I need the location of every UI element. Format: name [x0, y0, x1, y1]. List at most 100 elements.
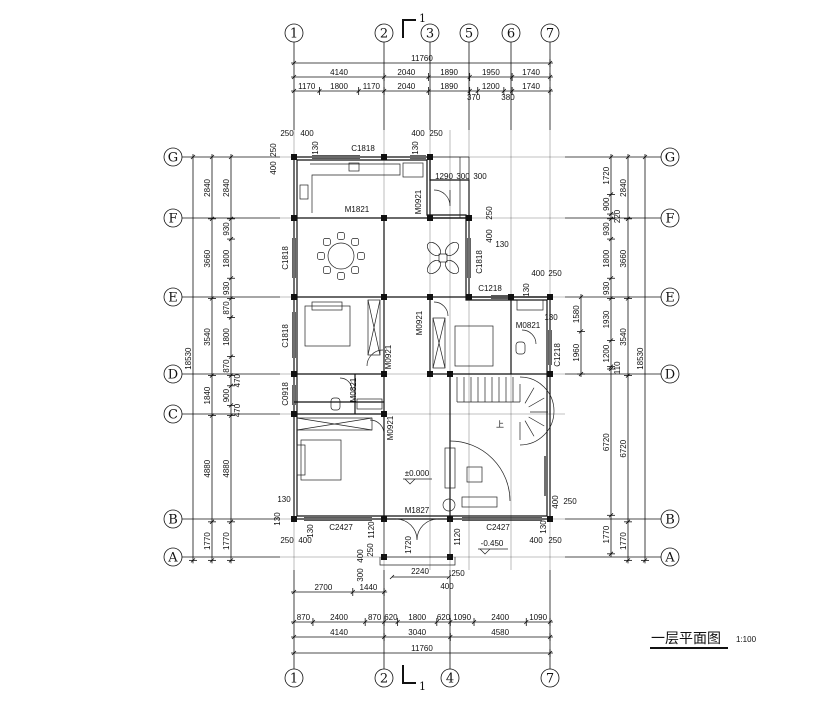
- axis-top-6-label: 6: [507, 27, 515, 42]
- dim-right-overall-text: 18530: [636, 347, 645, 370]
- sink-icon: [348, 162, 360, 172]
- dim-right-axes-text: 2840: [619, 178, 628, 196]
- axis-bottom-4-label: 4: [446, 672, 454, 687]
- label-c1818-lounge: C1818: [475, 250, 484, 274]
- local-dimension-text: 130: [539, 520, 548, 534]
- lounge-chair-icon: [426, 259, 442, 275]
- dimension-tick: [190, 154, 196, 160]
- dim-right-openings-text: 1800: [602, 249, 611, 267]
- dim-bottom-openings-text: 2400: [491, 613, 509, 622]
- entrance-door-swing: [395, 518, 439, 541]
- structural-column: [291, 411, 297, 417]
- label-c0918: C0918: [281, 382, 290, 406]
- sofa-icon: [444, 447, 456, 489]
- building-plan: [291, 154, 555, 566]
- dim-right-axes-text: 3660: [619, 249, 628, 267]
- dim-right-openings-text: 1930: [602, 310, 611, 328]
- dim-top-axes-text: 1740: [522, 68, 540, 77]
- axis-bottom-1-label: 1: [290, 672, 298, 687]
- tea-table-icon: [438, 253, 448, 263]
- local-dimension-text: 300: [456, 172, 470, 181]
- dim-right-openings-text: 900: [602, 197, 611, 211]
- local-dimension-text: 130: [495, 240, 509, 249]
- axis-bottom-4-bubble: [440, 668, 460, 688]
- local-dimension-text: 130: [273, 512, 282, 526]
- drawing-title-block: 一层平面图 1:100: [650, 631, 757, 649]
- bed-icon: [454, 325, 494, 367]
- kitchen-counter: [310, 163, 401, 213]
- dim-right-bath-text: 1580: [572, 305, 581, 323]
- dim-top-openings-text: 1170: [363, 82, 381, 91]
- axis-left-G-label: G: [168, 151, 178, 166]
- axis-left-B-bubble: [163, 509, 183, 529]
- dim-porch-text: 300: [356, 568, 365, 582]
- structural-column: [381, 371, 387, 377]
- label-floor-level: ±0.000: [405, 469, 430, 478]
- axis-left-D-bubble: [163, 364, 183, 384]
- dim-bottom-openings-text: 620: [384, 613, 398, 622]
- axis-top-3-bubble: [420, 23, 440, 43]
- local-dimension-text: 400: [531, 269, 545, 278]
- outdoor-level-marker: [478, 548, 508, 555]
- local-dimension-text: 400: [269, 161, 278, 175]
- interior-walls-vertical: [383, 218, 512, 519]
- local-dimension-text: 250: [280, 536, 294, 545]
- axis-right-B-bubble: [660, 509, 680, 529]
- local-dimension-text: 130: [311, 141, 320, 155]
- lounge-chair-icon: [426, 241, 442, 257]
- axis-right-F-label: F: [665, 212, 674, 227]
- axis-right-A-label: A: [664, 551, 675, 566]
- dining-chair-icon: [323, 266, 331, 274]
- local-dimension-text: 250: [269, 143, 278, 157]
- structural-column: [291, 294, 297, 300]
- dimension-tick: [291, 619, 297, 625]
- coffee-table-icon: [466, 466, 483, 483]
- dim-right-axes-text: 6720: [619, 439, 628, 457]
- dining-chair-icon: [351, 266, 359, 274]
- structural-column: [427, 371, 433, 377]
- dimension-tick: [291, 589, 297, 595]
- axis-top-2-bubble: [374, 23, 394, 43]
- wardrobe-icon: [432, 317, 446, 369]
- axis-left-A-label: A: [167, 551, 178, 566]
- wardrobe-cross: [296, 417, 373, 431]
- local-dimension-text: 400: [298, 536, 312, 545]
- dining-chair-icon: [337, 272, 345, 280]
- structural-column: [508, 294, 514, 300]
- dim-porch-text: 2240: [411, 567, 429, 576]
- dining-chair-icon: [337, 232, 345, 240]
- bedroom1-door-swing: [366, 349, 384, 367]
- dim-top-openings-text: 1200: [482, 82, 500, 91]
- dimension-tick: [291, 88, 297, 94]
- dim-left-axes-text: 1770: [203, 532, 212, 550]
- dim-top-axes-text: 1890: [440, 68, 458, 77]
- dimension-tick: [389, 574, 395, 580]
- structural-column: [427, 294, 433, 300]
- dimension-tick: [291, 634, 297, 640]
- dim-top-openings-text: 2040: [397, 82, 415, 91]
- dim-top-openings-text: 370: [467, 93, 481, 102]
- service-yard-outline: [430, 156, 470, 218]
- wardrobe-cross: [367, 299, 381, 356]
- dim-top-axes-text: 2040: [397, 68, 415, 77]
- section-cut-symbol: [402, 19, 416, 38]
- dim-right-openings-text: 1200: [602, 344, 611, 362]
- dimension-tick: [291, 650, 297, 656]
- axis-top-3-label: 3: [426, 27, 434, 42]
- dining-table-icon: [327, 242, 355, 270]
- local-dimension-text: 250: [280, 129, 294, 138]
- structural-column: [381, 411, 387, 417]
- axis-left-A-bubble: [163, 547, 183, 567]
- axis-left-D-label: D: [168, 368, 178, 383]
- dimension-tick: [291, 60, 297, 66]
- axis-top-5-label: 5: [465, 27, 473, 42]
- wardrobe-cross: [432, 317, 446, 369]
- label-c2427-left: C2427: [329, 523, 353, 532]
- dim-bottom-porch-offset-text: 2700: [314, 583, 332, 592]
- dim-right-openings-text: 6720: [602, 433, 611, 451]
- section-mark-label: 1: [419, 680, 426, 693]
- lounge-chair-icon: [444, 241, 460, 257]
- pillow-icon: [311, 301, 343, 311]
- dim-left-openings-text: 470: [233, 373, 242, 387]
- dim-top-openings-text: 1890: [440, 82, 458, 91]
